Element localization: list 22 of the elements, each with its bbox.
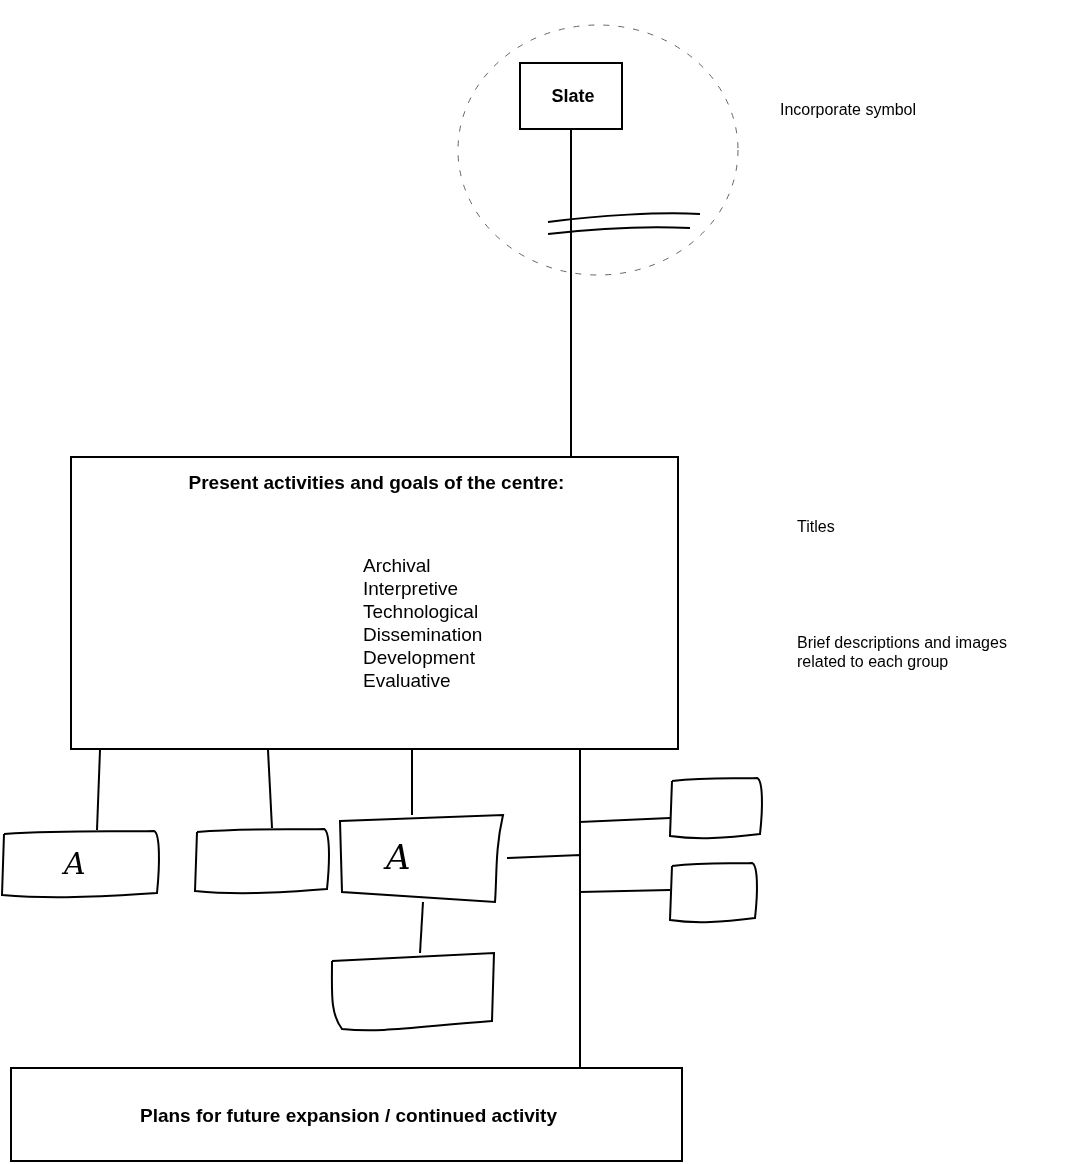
box-heading: Plans for future expansion / continued activity: [139, 1105, 558, 1127]
plans-box: [10, 1067, 683, 1162]
list-item: Dissemination: [363, 624, 483, 646]
connector-line: [579, 749, 671, 894]
annotation-note: Brief descriptions and images related to each group: [797, 633, 1008, 671]
box-heading: Slate: [550, 86, 596, 107]
title-box: [519, 62, 623, 130]
list-item: Archival: [363, 555, 431, 577]
annotation-note: Incorporate symbol: [780, 100, 918, 119]
list-item: Technological: [363, 601, 479, 623]
connector-line: [267, 749, 273, 829]
connector-line: [506, 853, 581, 1068]
connector-line: [96, 749, 101, 831]
list-item: Development: [363, 647, 475, 669]
annotation-note: Titles: [797, 517, 836, 536]
connector-line: [570, 129, 572, 457]
list-item: Evaluative: [363, 670, 451, 692]
box-heading: Present activities and goals of the centre:: [187, 472, 566, 494]
connector-line: [411, 749, 413, 816]
content-box: [70, 456, 679, 750]
connector-line: [419, 901, 424, 954]
list-item: Interpretive: [363, 578, 459, 600]
